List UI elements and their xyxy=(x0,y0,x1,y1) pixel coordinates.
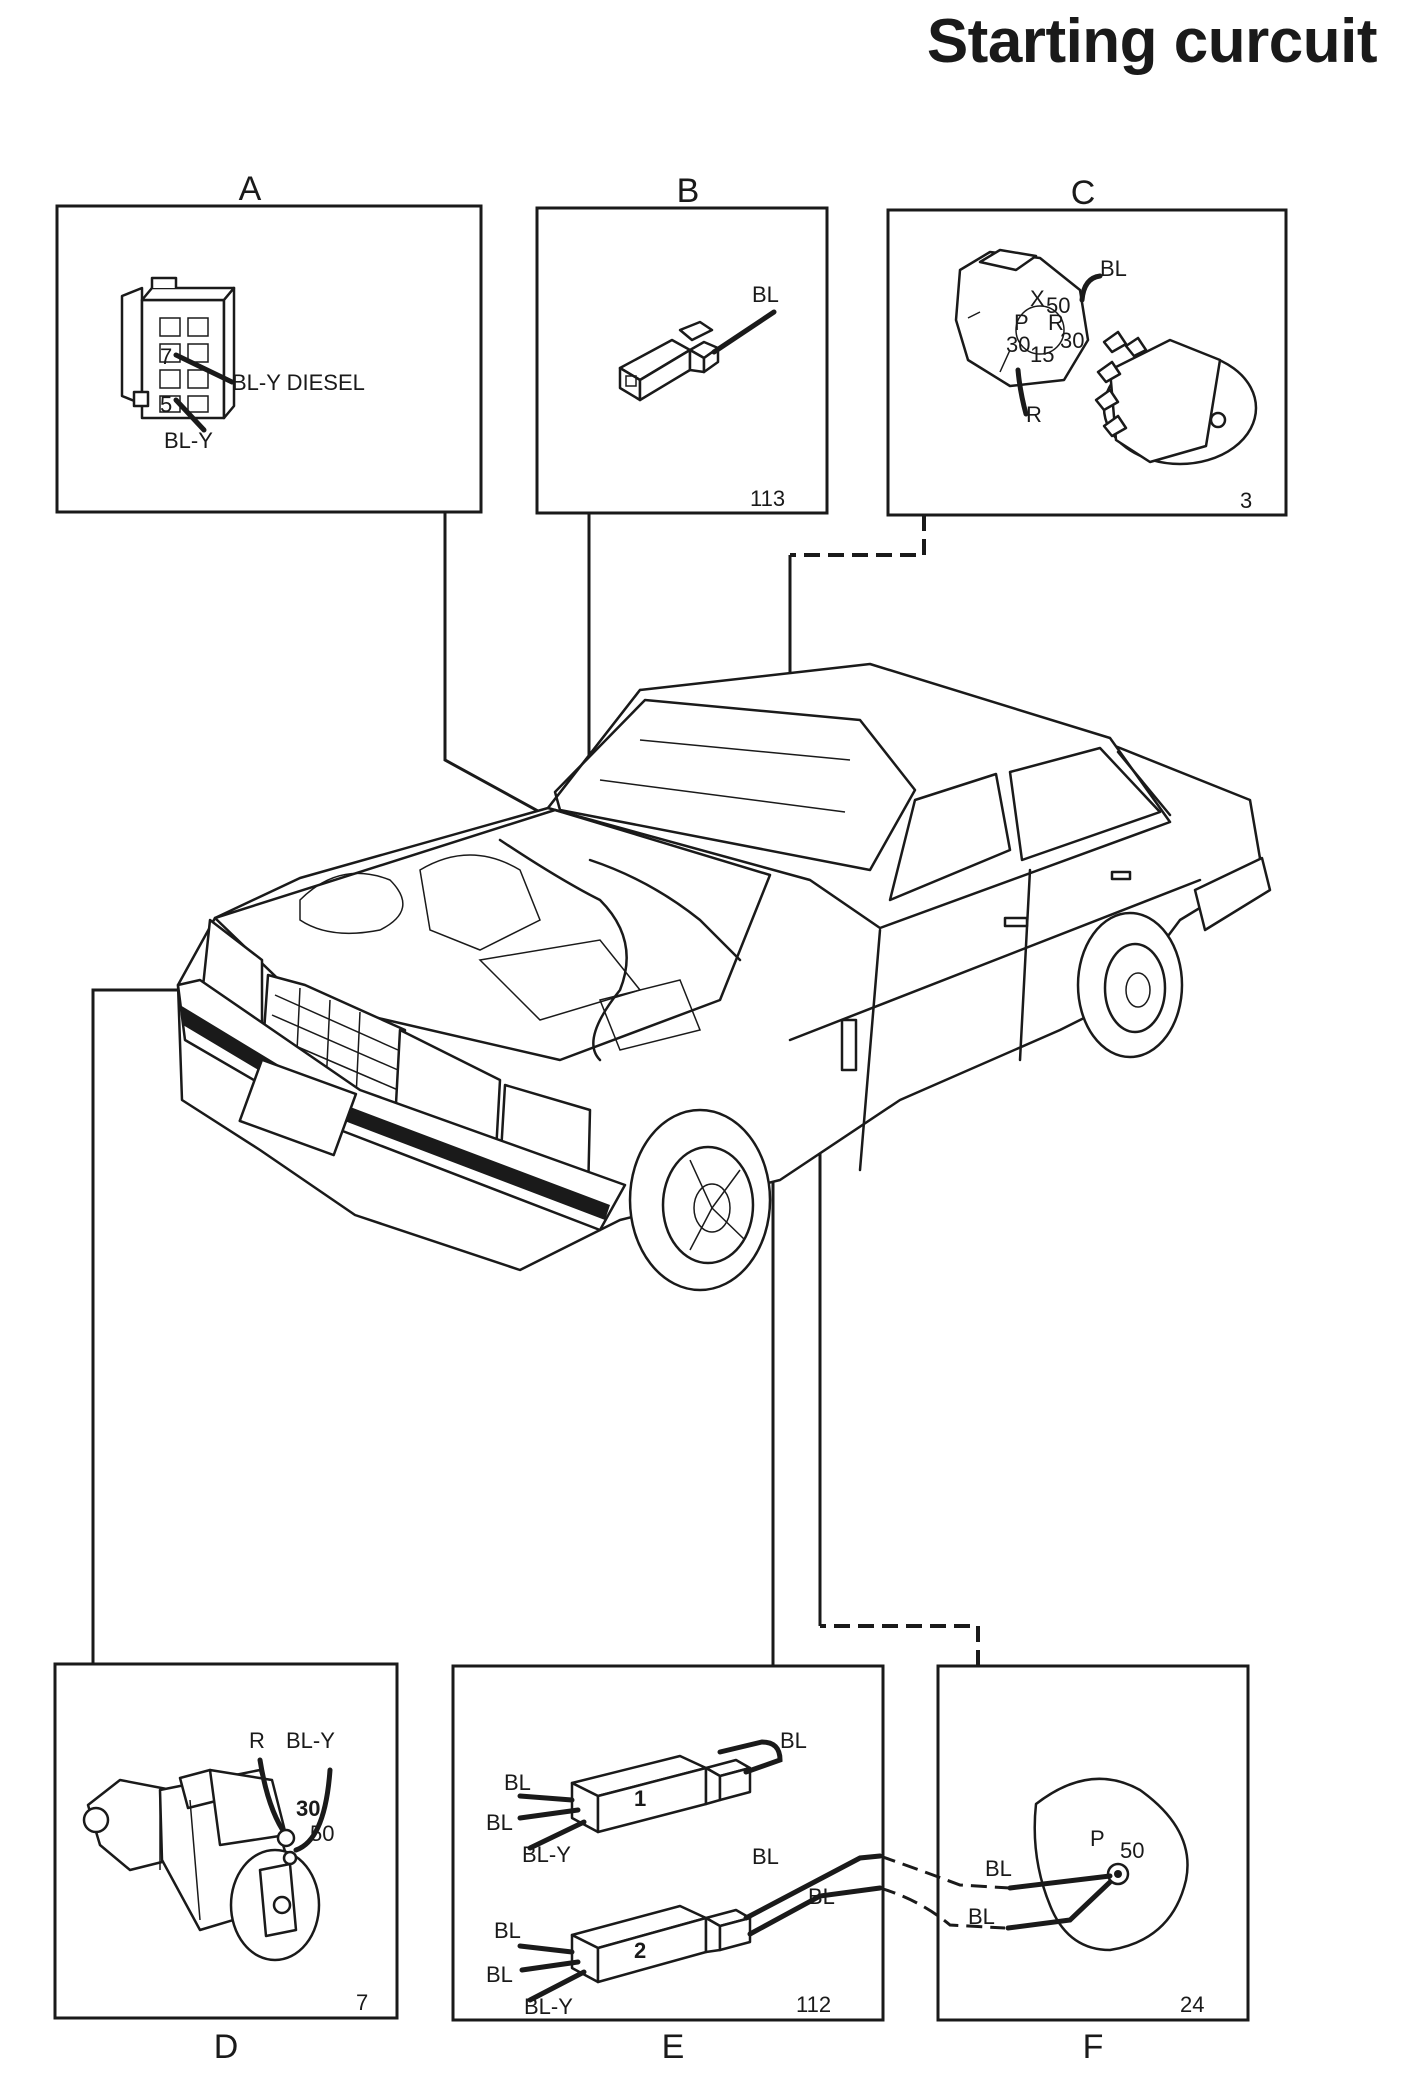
panel-f-ref: 24 xyxy=(1180,1992,1204,2017)
panel-e-box xyxy=(451,1664,885,2022)
panel-c-terminal-30a: 30 xyxy=(1060,328,1084,353)
panel-f-box xyxy=(936,1664,1250,2022)
panel-f-selector-contact-drawing xyxy=(1005,1777,1189,1952)
car-illustration xyxy=(176,662,1272,1292)
panel-e-connector-2-out-1: BL xyxy=(752,1844,779,1869)
leader-dash-c xyxy=(790,515,926,557)
page-title: Starting curcuit xyxy=(926,7,1378,76)
panel-c-wire-bl: BL xyxy=(1100,256,1127,281)
panel-a-box xyxy=(55,204,483,514)
panel-b-connector-drawing xyxy=(618,309,777,402)
panel-d-ref: 7 xyxy=(356,1990,368,2015)
panel-e-connector-1-drawing xyxy=(517,1739,783,1851)
panel-a-pin-5: 5 xyxy=(160,392,172,417)
panel-d-starter-motor-drawing xyxy=(82,1757,333,1962)
panel-d-wire-bl-y: BL-Y xyxy=(286,1728,335,1753)
panel-c-terminal-15: 15 xyxy=(1030,342,1054,367)
panel-c-ref: 3 xyxy=(1240,488,1252,513)
panel-e-connector-2-number: 2 xyxy=(634,1938,646,1963)
panel-d-terminal-50: 50 xyxy=(310,1821,334,1846)
panel-a-wire-diesel: BL-Y DIESEL xyxy=(232,370,365,395)
panel-e-letter: E xyxy=(662,2028,685,2066)
leader-dash-f xyxy=(820,1624,980,1666)
panel-b-letter: B xyxy=(677,172,700,210)
panel-c-terminal-r: R xyxy=(1048,310,1064,335)
panel-e-connector-1-in-3: BL-Y xyxy=(522,1842,571,1867)
panel-c-box xyxy=(886,208,1288,517)
panel-c-terminal-50: 50 xyxy=(1046,293,1070,318)
panel-b-ref: 113 xyxy=(750,486,785,511)
panel-e-connector-1-in-1: BL xyxy=(504,1770,531,1795)
panel-a-wire-bl-y: BL-Y xyxy=(164,428,213,453)
panel-c-ignition-switch-drawing xyxy=(954,248,1258,466)
panel-c-terminal-30b: 30 xyxy=(1006,332,1030,357)
panel-e-connector-1-number: 1 xyxy=(634,1786,646,1811)
panel-e-connector-2-in-2: BL xyxy=(486,1962,513,1987)
panel-d-wire-r: R xyxy=(249,1728,265,1753)
panel-e-connector-2-out-2: BL xyxy=(808,1884,835,1909)
panel-d-letter: D xyxy=(214,2028,239,2066)
panel-a-letter: A xyxy=(239,170,262,208)
panel-c-letter: C xyxy=(1071,174,1096,212)
panel-b-wire-bl: BL xyxy=(752,282,779,307)
panel-e-ref: 112 xyxy=(796,1992,831,2017)
panel-c-terminal-x: X xyxy=(1030,286,1045,311)
panel-e-connector-2-in-1: BL xyxy=(494,1918,521,1943)
panel-b-box xyxy=(535,206,829,515)
panel-f-wire-1: BL xyxy=(985,1856,1012,1881)
panel-e-connector-2-in-3: BL-Y xyxy=(524,1994,573,2019)
panel-f-terminal-p: P xyxy=(1090,1826,1105,1851)
panel-a-pin-7: 7 xyxy=(160,344,172,369)
panel-f-letter: F xyxy=(1083,2028,1104,2066)
panel-d-box xyxy=(53,1662,399,2020)
panel-c-terminal-p: P xyxy=(1014,310,1029,335)
panel-f-terminal-50: 50 xyxy=(1120,1838,1144,1863)
panel-c-wire-r: R xyxy=(1026,402,1042,427)
panel-e-connector-2-drawing xyxy=(517,1853,1011,2003)
panel-f-wire-2: BL xyxy=(968,1904,995,1929)
panel-e-connector-1-in-2: BL xyxy=(486,1810,513,1835)
panel-a-connector-drawing xyxy=(120,276,236,433)
panel-d-terminal-30: 30 xyxy=(296,1796,320,1821)
panel-e-connector-1-loop: BL xyxy=(780,1728,807,1753)
